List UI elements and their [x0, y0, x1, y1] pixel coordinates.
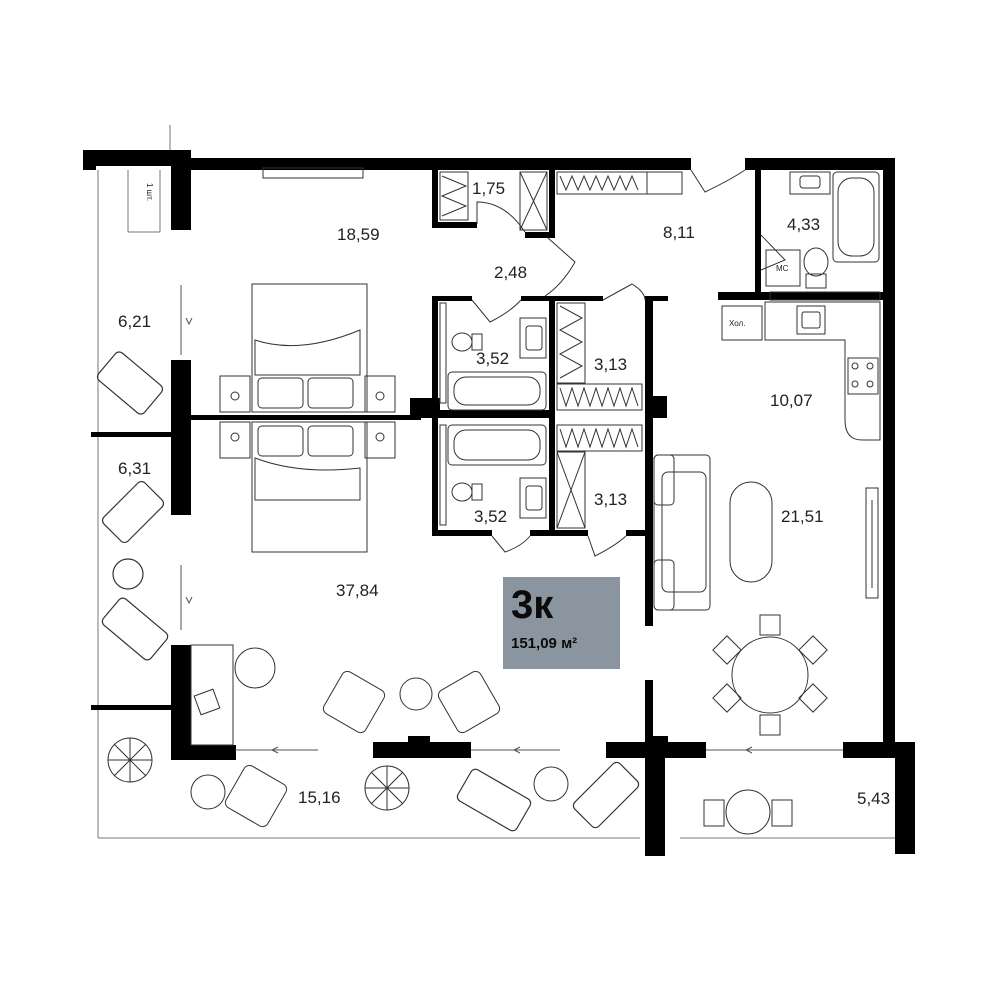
plants [107, 737, 410, 811]
room-18-59-label: 18,59 [337, 225, 380, 244]
room-21-51-label: 21,51 [781, 507, 824, 526]
arrows [180, 285, 843, 754]
washer-label: МС [776, 264, 789, 273]
living-furniture [653, 454, 828, 835]
wardrobes [439, 171, 683, 529]
bathroom-fixtures [447, 171, 881, 519]
room-3-13-b-label: 3,13 [594, 490, 627, 509]
doors [471, 169, 786, 557]
apartment-unit: м² [561, 635, 578, 652]
room-15-16-label: 15,16 [298, 788, 341, 807]
room-3-13-a-label: 3,13 [594, 355, 627, 374]
room-2-48-label: 2,48 [494, 263, 527, 282]
apartment-type: 3к [511, 583, 554, 627]
loungers [96, 351, 640, 832]
room-5-43-label: 5,43 [857, 789, 890, 808]
room-37-84-label: 37,84 [336, 581, 379, 600]
room-3-52-b-label: 3,52 [474, 507, 507, 526]
room-3-52-a-label: 3,52 [476, 349, 509, 368]
tag-label: 1 шт. [145, 183, 154, 201]
room-6-31-label: 6,31 [118, 459, 151, 478]
apartment-badge: 3к 151,09 м² [503, 577, 620, 669]
apartment-area-row: 151,09 м² [511, 635, 620, 652]
room-1-75-label: 1,75 [472, 179, 505, 198]
room-4-33-label: 4,33 [787, 215, 820, 234]
bedroom-furniture [190, 167, 569, 828]
apartment-area: 151,09 [511, 635, 557, 652]
kitchen [721, 301, 881, 599]
room-labels: 18,59 1,75 8,11 4,33 2,48 6,21 3,52 3,13… [118, 179, 890, 808]
room-8-11-label: 8,11 [663, 223, 695, 242]
walls [83, 150, 915, 856]
room-10-07-label: 10,07 [770, 391, 813, 410]
outline-lines [97, 125, 895, 839]
fridge-label: Хол. [729, 319, 745, 328]
room-6-21-label: 6,21 [118, 312, 151, 331]
